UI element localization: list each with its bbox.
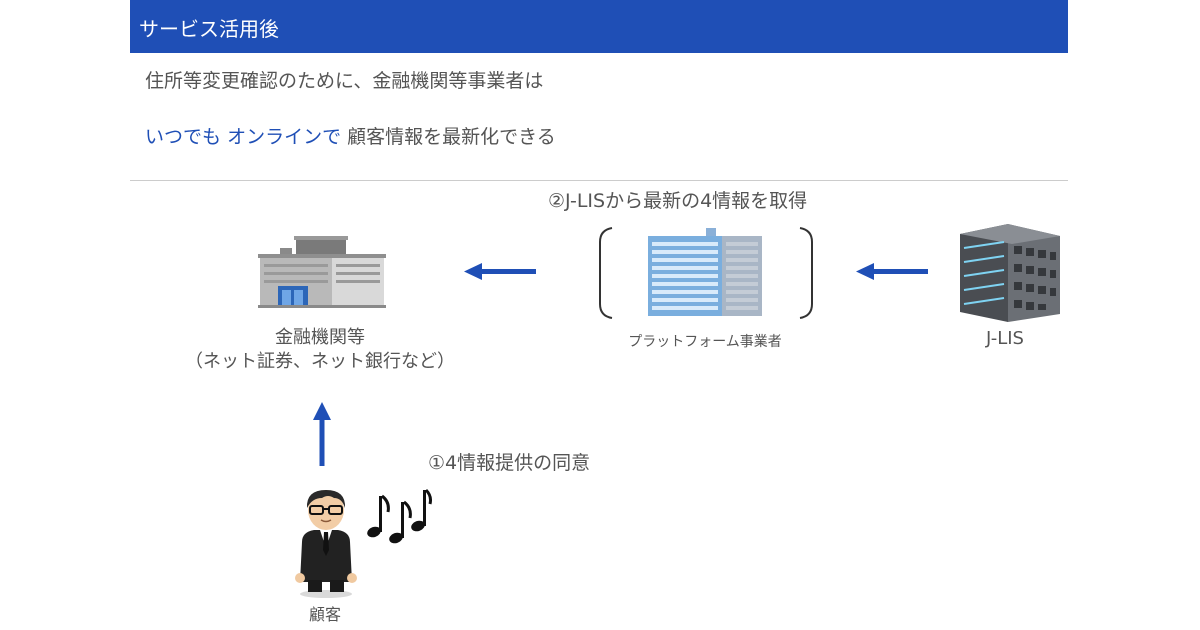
arrow-left-icon [464,263,536,280]
arrow-left-icon [856,263,928,280]
financial-institution-label: 金融機関等 （ネット証券、ネット銀行など） [160,326,480,374]
music-notes-icon [367,488,432,544]
bracket-left-icon [599,227,613,319]
header-bar: サービス活用後 [130,0,1068,53]
step1-label: ①4情報提供の同意 [428,452,591,474]
step2-label: ②J-LISから最新の4情報を取得 [548,190,808,212]
platform-label: プラットフォーム事業者 [628,334,782,350]
tall-office-building-icon [648,228,762,316]
intro-line-1: 住所等変更確認のために、金融機関等事業者は [145,70,544,92]
businessman-icon [295,490,357,598]
header-title: サービス活用後 [139,17,279,41]
section-divider [130,180,1068,181]
jlis-label: J-LIS [986,328,1024,349]
intro-line-2: いつでも オンラインで 顧客情報を最新化できる [145,122,556,149]
arrow-up-icon [313,402,331,466]
bracket-right-icon [799,227,813,319]
office-building-icon [258,236,386,308]
intro-highlight-anytime: いつでも [145,126,222,148]
customer-label: 顧客 [308,605,341,624]
intro-rest: 顧客情報を最新化できる [347,126,556,148]
financial-institution-examples: （ネット証券、ネット銀行など） [185,351,455,372]
financial-institution-name: 金融機関等 [275,327,365,348]
intro-highlight-online: オンラインで [227,126,342,148]
datacenter-building-icon [960,224,1060,322]
